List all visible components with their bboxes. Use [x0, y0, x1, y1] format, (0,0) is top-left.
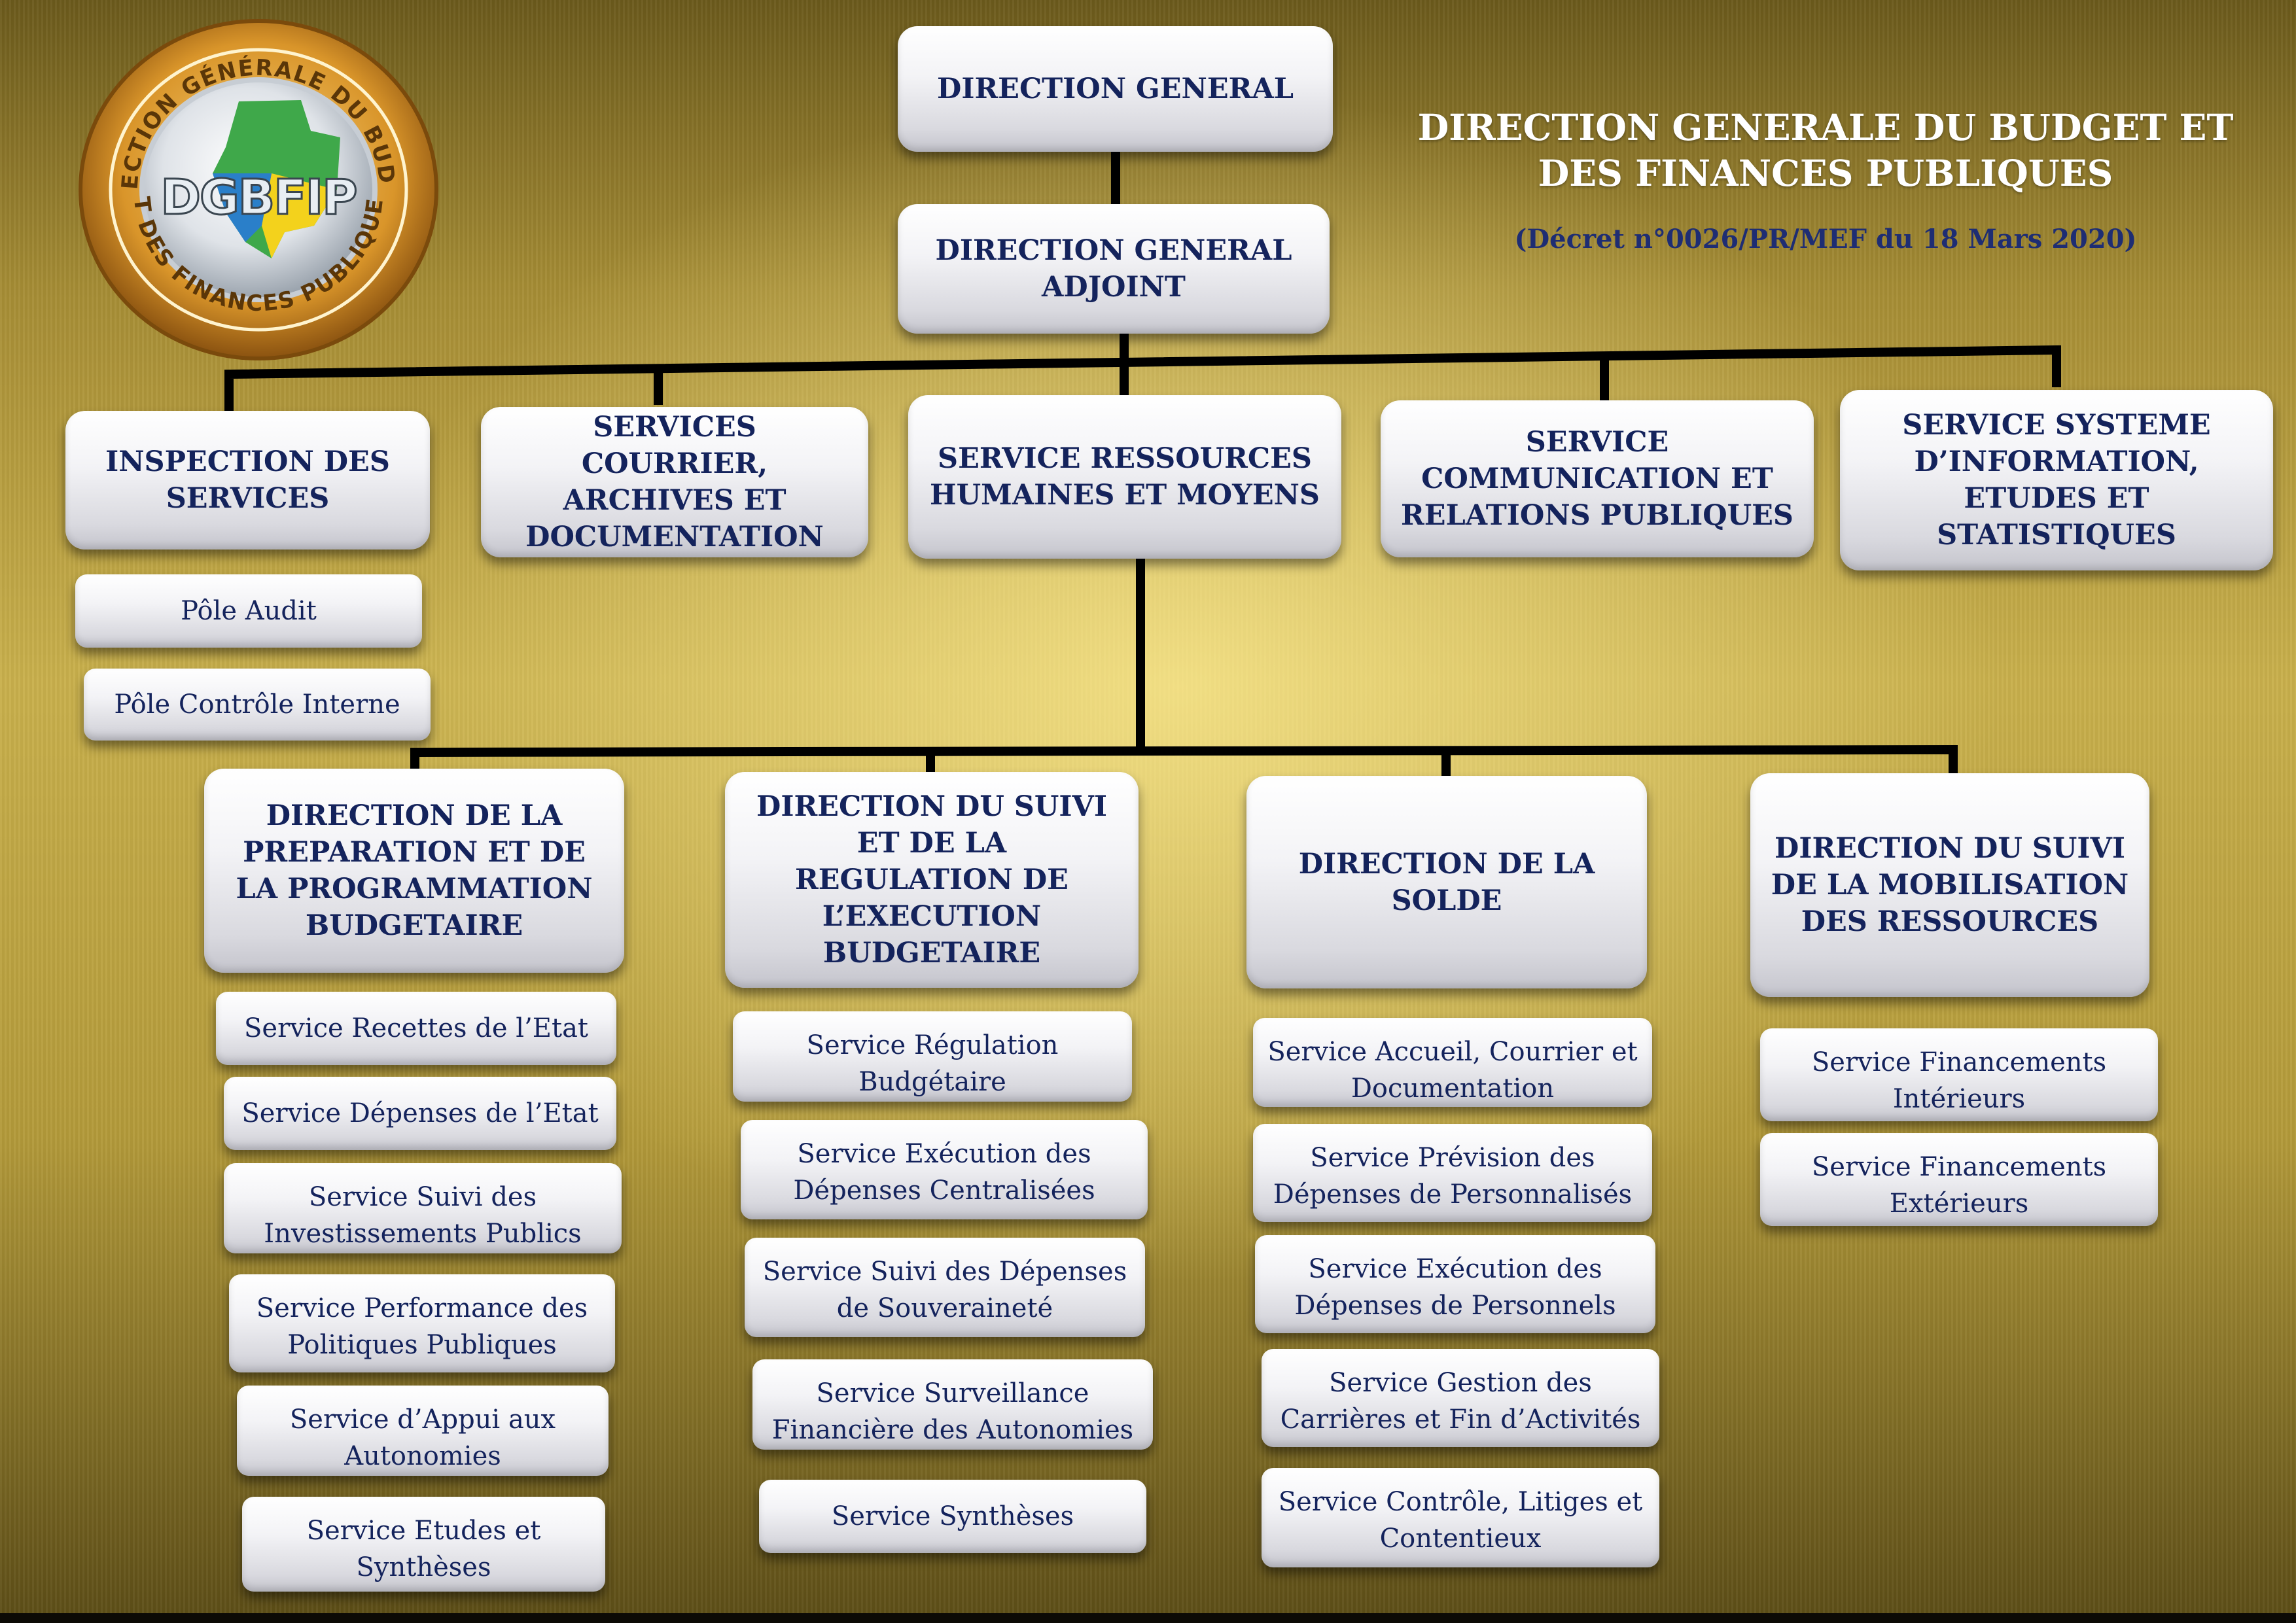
org-box-label: Service Exécution des Dépenses Centralis… — [793, 1139, 1095, 1206]
org-box-label: SERVICE SYSTEME D’INFORMATION, ETUDES ET… — [1902, 409, 2211, 551]
decree-reference: (Décret n°0026/PR/MEF du 18 Mars 2020) — [1514, 224, 2137, 254]
org-box-label: DIRECTION DU SUIVI ET DE LA REGULATION D… — [756, 790, 1107, 969]
org-box-service: Service d’Appui aux Autonomies — [237, 1386, 609, 1476]
org-box-label: DIRECTION DE LA PREPARATION ET DE LA PRO… — [236, 799, 593, 942]
org-box-direction-general: DIRECTION GENERAL — [898, 26, 1333, 152]
org-box-label: Service Surveillance Financière des Auto… — [771, 1378, 1134, 1445]
org-box-label: Service Suivi des Dépenses de Souveraine… — [762, 1257, 1127, 1323]
org-box-label: SERVICE COMMUNICATION ET RELATIONS PUBLI… — [1401, 426, 1793, 532]
org-box-service: Service Financements Extérieurs — [1760, 1133, 2158, 1226]
org-box-label: Service d’Appui aux Autonomies — [289, 1405, 556, 1471]
org-box-service: Service Accueil, Courrier et Documentati… — [1253, 1018, 1652, 1107]
org-box-label: Service Etudes et Synthèses — [306, 1516, 541, 1582]
org-box-service: Service Exécution des Dépenses de Person… — [1255, 1235, 1655, 1333]
org-box-direction-suivi-regulation: DIRECTION DU SUIVI ET DE LA REGULATION D… — [725, 772, 1139, 988]
org-box-label: Service Exécution des Dépenses de Person… — [1294, 1254, 1616, 1321]
org-box-service: Service Prévision des Dépenses de Person… — [1253, 1124, 1652, 1222]
org-box-service: Service Recettes de l’Etat — [216, 992, 616, 1065]
connector-directions-bus — [410, 744, 1958, 778]
org-box-inspection-services: INSPECTION DES SERVICES — [65, 411, 430, 550]
org-box-service: Service Régulation Budgétaire — [733, 1011, 1132, 1102]
page-title: DIRECTION GENERALE DU BUDGET ET DES FINA… — [1417, 106, 2234, 194]
org-box-pole-audit: Pôle Audit — [75, 574, 422, 648]
org-box-service: Service Surveillance Financière des Auto… — [752, 1359, 1153, 1450]
org-box-pole-controle-interne: Pôle Contrôle Interne — [84, 669, 431, 741]
bottom-border — [0, 1613, 2296, 1623]
org-box-label: Service Financements Extérieurs — [1811, 1152, 2107, 1219]
org-box-label: Service Accueil, Courrier et Documentati… — [1267, 1037, 1638, 1104]
dgbfip-logo-seal: DGBFIP DIRECTION GÉNÉRALE DU BUDGET ET D… — [75, 16, 438, 360]
org-box-label: Service Synthèses — [831, 1501, 1074, 1531]
org-box-direction-preparation: DIRECTION DE LA PREPARATION ET DE LA PRO… — [204, 769, 624, 973]
org-box-label: Service Gestion des Carrières et Fin d’A… — [1280, 1368, 1641, 1435]
org-box-service: Service Etudes et Synthèses — [242, 1497, 605, 1592]
org-box-label: Service Suivi des Investissements Public… — [264, 1182, 582, 1249]
org-box-label: Pôle Contrôle Interne — [114, 689, 400, 720]
org-box-label: Service Régulation Budgétaire — [806, 1030, 1059, 1097]
org-box-label: Service Prévision des Dépenses de Person… — [1273, 1143, 1633, 1210]
org-box-service: Service Suivi des Investissements Public… — [224, 1163, 622, 1253]
org-box-service: Service Dépenses de l’Etat — [224, 1077, 616, 1150]
org-box-service: Service Financements Intérieurs — [1760, 1028, 2158, 1121]
org-box-label: DIRECTION GENERAL — [937, 73, 1294, 105]
org-box-label: DIRECTION DE LA SOLDE — [1298, 847, 1595, 917]
org-box-label: SERVICES COURRIER, ARCHIVES ET DOCUMENTA… — [525, 411, 824, 553]
connector-services-bus — [224, 345, 2061, 415]
org-box-ressources-humaines: SERVICE RESSOURCES HUMAINES ET MOYENS — [908, 395, 1341, 559]
org-box-direction-solde: DIRECTION DE LA SOLDE — [1246, 776, 1647, 988]
org-box-systeme-information: SERVICE SYSTEME D’INFORMATION, ETUDES ET… — [1840, 390, 2273, 570]
org-box-label: Pôle Audit — [181, 596, 317, 626]
org-box-label: DIRECTION GENERAL ADJOINT — [935, 234, 1292, 304]
org-box-service: Service Exécution des Dépenses Centralis… — [741, 1120, 1148, 1219]
org-box-service: Service Performance des Politiques Publi… — [229, 1274, 615, 1372]
org-box-label: INSPECTION DES SERVICES — [105, 445, 390, 515]
org-box-courrier-archives: SERVICES COURRIER, ARCHIVES ET DOCUMENTA… — [481, 407, 868, 557]
org-box-service: Service Gestion des Carrières et Fin d’A… — [1262, 1349, 1659, 1447]
org-box-direction-general-adjoint: DIRECTION GENERAL ADJOINT — [898, 204, 1330, 334]
org-box-label: Service Dépenses de l’Etat — [241, 1098, 599, 1128]
org-box-label: Service Financements Intérieurs — [1811, 1047, 2107, 1114]
org-box-direction-mobilisation: DIRECTION DU SUIVI DE LA MOBILISATION DE… — [1750, 773, 2149, 997]
org-box-service: Service Suivi des Dépenses de Souveraine… — [745, 1238, 1145, 1337]
org-box-service: Service Contrôle, Litiges et Contentieux — [1262, 1468, 1659, 1567]
org-box-label: Service Recettes de l’Etat — [244, 1013, 588, 1043]
org-box-label: SERVICE RESSOURCES HUMAINES ET MOYENS — [930, 442, 1320, 512]
org-box-label: DIRECTION DU SUIVI DE LA MOBILISATION DE… — [1771, 832, 2129, 938]
org-box-service: Service Synthèses — [759, 1480, 1146, 1553]
org-box-communication: SERVICE COMMUNICATION ET RELATIONS PUBLI… — [1381, 400, 1814, 557]
org-box-label: Service Performance des Politiques Publi… — [256, 1293, 588, 1360]
logo-wordmark: DGBFIP — [161, 169, 357, 226]
org-box-label: Service Contrôle, Litiges et Contentieux — [1278, 1487, 1643, 1554]
